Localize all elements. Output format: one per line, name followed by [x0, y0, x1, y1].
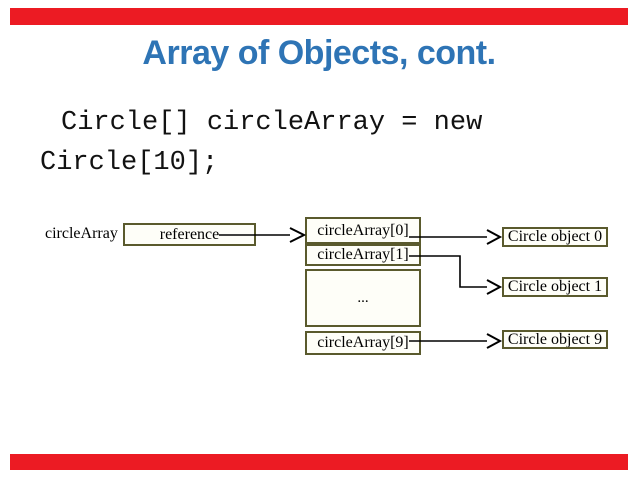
array-cell-ellipsis: ...	[305, 269, 421, 327]
circle-object-1-box: Circle object 1	[502, 277, 608, 297]
page-title: Array of Objects, cont.	[142, 34, 496, 72]
arrow-cell9-to-object9-head	[486, 333, 503, 349]
circle-object-0-box: Circle object 0	[502, 227, 608, 247]
top-accent-bar	[10, 8, 628, 25]
circle-object-0-label: Circle object 0	[507, 228, 603, 245]
code-line-2: Circle[10];	[40, 148, 219, 178]
circle-object-1-label: Circle object 1	[507, 278, 603, 295]
array-cell-1: circleArray[1]	[305, 244, 421, 266]
arrow-reference-to-cell0-head	[289, 227, 307, 243]
array-cell-0: circleArray[0]	[305, 217, 421, 244]
circle-object-9-box: Circle object 9	[502, 330, 608, 349]
bottom-accent-bar	[10, 454, 628, 470]
array-cell-ellipsis-label: ...	[357, 289, 369, 306]
reference-box: reference	[123, 223, 256, 246]
reference-box-label: reference	[159, 225, 220, 243]
circle-object-9-label: Circle object 9	[507, 330, 603, 348]
arrow-cell0-to-object0-head	[486, 229, 503, 245]
array-cell-9: circleArray[9]	[305, 331, 421, 355]
arrow-cell1-to-object1-head	[486, 279, 503, 295]
array-cell-9-label: circleArray[9]	[317, 334, 409, 351]
code-line-1: Circle[] circleArray = new	[61, 108, 483, 138]
array-cell-1-label: circleArray[1]	[317, 246, 409, 263]
variable-label: circleArray	[45, 225, 118, 242]
array-cell-0-label: circleArray[0]	[317, 221, 409, 239]
